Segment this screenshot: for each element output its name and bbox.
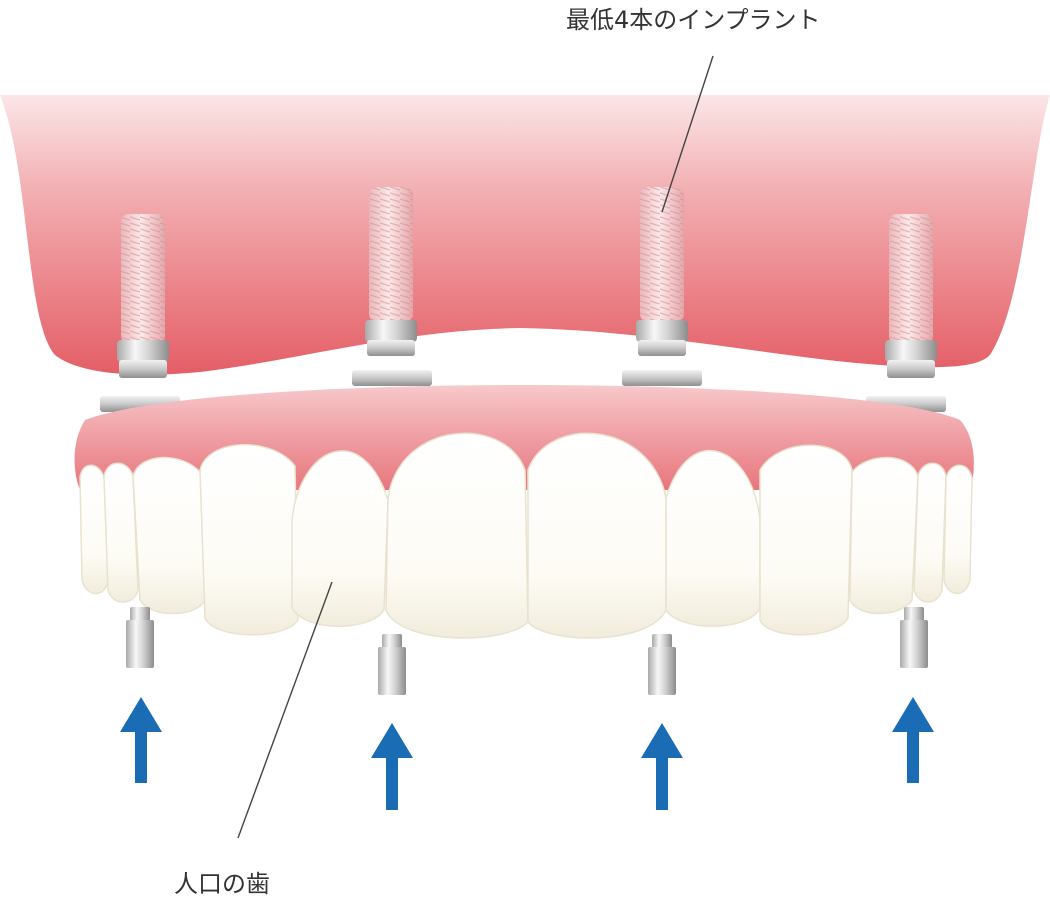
implant-1 [117, 214, 169, 378]
denture-gum [74, 385, 974, 490]
up-arrow-icon [120, 697, 162, 783]
up-arrow-icon [641, 723, 683, 810]
upper-gum [0, 95, 1050, 375]
abutment-post-icon [378, 634, 406, 695]
implants-label: 最低4本のインプラント [566, 6, 821, 34]
artificial-teeth [79, 432, 973, 639]
up-arrow-icon [371, 723, 413, 810]
insertion-arrows [120, 697, 934, 810]
implant-4 [885, 214, 937, 378]
abutment-post-icon [900, 607, 928, 668]
abutment-post-icon [648, 634, 676, 695]
implant-3 [636, 187, 688, 356]
abutment-posts [126, 607, 928, 695]
implant-leader-line [661, 55, 714, 213]
artificial-teeth-label: 人口の歯 [174, 870, 270, 898]
teeth-leader-line [237, 581, 333, 839]
abutment-post-icon [126, 607, 154, 668]
implant-2 [365, 187, 417, 356]
up-arrow-icon [892, 697, 934, 783]
